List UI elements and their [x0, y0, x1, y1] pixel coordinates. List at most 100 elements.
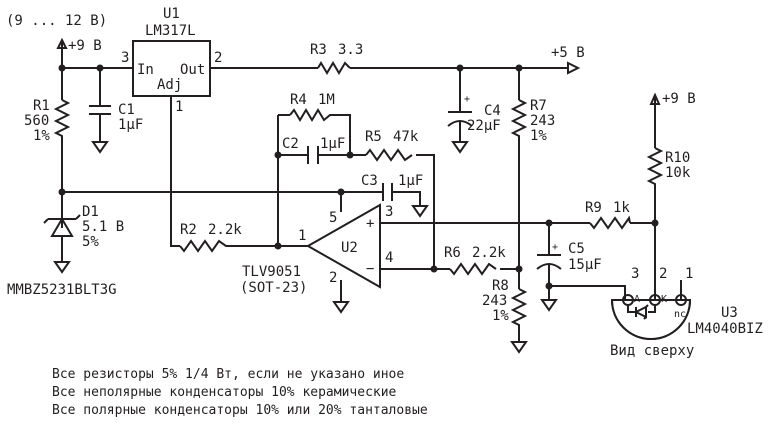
u2-ref: U2: [341, 240, 358, 256]
u3-ref: U3: [721, 305, 738, 321]
wires: [61, 50, 682, 342]
u2-body: [305, 203, 381, 289]
u3-pin3-num: 3: [631, 266, 639, 282]
supply-range-label: (9 ... 12 В): [6, 13, 107, 29]
vin-arrow-icon: [56, 37, 68, 50]
u2-package: (SOT-23): [240, 280, 307, 296]
note-nonpolar-caps: Все неполярные конденсаторы 10% керамиче…: [52, 385, 397, 400]
c1-symbol: [89, 105, 111, 115]
vin-label: +9 В: [68, 38, 102, 54]
d1-ref: D1: [82, 204, 99, 220]
c4-value: 22µF: [467, 118, 501, 134]
u1-part: LM317L: [145, 23, 196, 39]
r8-tol: 1%: [492, 308, 509, 324]
r9-ref: R9: [585, 200, 602, 216]
u1-pin-out: Out: [180, 62, 205, 78]
c3-symbol: [382, 183, 393, 201]
r2-value: 2.2k: [208, 222, 242, 238]
wire-c3: [341, 191, 421, 206]
r6-symbol: [449, 262, 497, 276]
ground-icon: [540, 299, 558, 312]
r3-ref: R3: [310, 42, 327, 58]
c4-symbol: [447, 111, 473, 127]
r3-value: 3.3: [338, 42, 363, 58]
u2-minus-sign: −: [366, 261, 374, 277]
resistors: [53, 61, 664, 329]
junctions: [58, 64, 659, 290]
ground-icon: [510, 341, 528, 354]
u1-pin1-num: 1: [175, 99, 183, 115]
capacitors: [89, 105, 562, 270]
d1-zener-symbol: [43, 214, 81, 237]
u3-zener-icon: [627, 304, 656, 320]
d1-tol: 5%: [82, 234, 99, 250]
note-resistors: Все резисторы 5% 1/4 Вт, если не указано…: [52, 367, 404, 382]
c5-ref: C5: [568, 241, 585, 257]
r9-symbol: [589, 215, 631, 230]
u1-ref: U1: [163, 6, 180, 22]
r1-symbol: [53, 99, 71, 140]
r6-value: 2.2k: [472, 245, 506, 261]
u3-pin2-num: 2: [659, 266, 667, 282]
r1-ref: R1: [33, 98, 50, 114]
u2-pin3-num: 3: [385, 204, 393, 220]
u1-pin3-num: 3: [121, 50, 129, 66]
u3-part: LM4040BIZ: [687, 321, 763, 337]
r3-symbol: [317, 61, 351, 75]
c1-ref: C1: [118, 102, 135, 118]
r10-value: 10k: [665, 165, 691, 181]
r7-value: 243: [530, 113, 555, 129]
r5-ref: R5: [365, 129, 382, 145]
u3-pad-k: K: [661, 294, 667, 305]
c2-value: 1µF: [320, 136, 345, 152]
u2-plus-sign: +: [366, 216, 374, 232]
u3-pad-nc: nc: [674, 309, 686, 320]
r10-symbol: [646, 147, 664, 188]
r7-symbol: [510, 99, 528, 140]
r2-symbol: [179, 239, 230, 253]
c5-value: 15µF: [568, 257, 602, 273]
ground-icon: [451, 141, 469, 154]
wire-adj: [170, 96, 278, 247]
c2-symbol: [307, 146, 319, 164]
wire-feedback: [277, 114, 351, 246]
d1-value: 5.1 В: [82, 219, 124, 235]
ground-symbols: [53, 141, 558, 354]
r4-symbol: [289, 108, 340, 122]
r7-ref: R7: [530, 98, 547, 114]
u1-body: [132, 40, 211, 97]
c3-ref: C3: [361, 173, 378, 189]
vref-arrow-icon: [649, 92, 661, 105]
c3-value: 1µF: [398, 173, 423, 189]
u3-pin1-num: 1: [685, 266, 693, 282]
u1-pin-in: In: [137, 62, 154, 78]
vout-label: +5 В: [551, 45, 585, 61]
note-polar-caps: Все полярные конденсаторы 10% или 20% та…: [52, 403, 428, 418]
r5-symbol: [365, 148, 413, 162]
u2-pin1-num: 1: [298, 228, 306, 244]
vref-label: +9 В: [662, 91, 696, 107]
u3-view-label: Вид сверху: [610, 343, 694, 359]
r10-ref: R10: [665, 150, 690, 166]
r1-value: 560: [24, 113, 49, 129]
c4-ref: C4: [484, 103, 501, 119]
c1-value: 1µF: [118, 117, 143, 133]
r6-ref: R6: [444, 245, 461, 261]
c2-ref: C2: [282, 136, 299, 152]
r7-tol: 1%: [530, 128, 547, 144]
r4-value: 1M: [318, 92, 335, 108]
r1-tol: 1%: [33, 128, 50, 144]
u2-part: TLV9051: [242, 264, 301, 280]
u2-pin4-num: 4: [385, 250, 393, 266]
u3-package: [610, 294, 692, 340]
ground-icon: [53, 261, 71, 274]
r2-ref: R2: [180, 222, 197, 238]
r9-value: 1k: [613, 200, 630, 216]
c5-symbol: [536, 254, 562, 270]
d1-part: MMBZ5231BLT3G: [7, 282, 117, 298]
u1-pin-adj: Adj: [157, 77, 182, 93]
ground-icon: [411, 205, 429, 218]
r5-value: 47k: [393, 129, 419, 145]
